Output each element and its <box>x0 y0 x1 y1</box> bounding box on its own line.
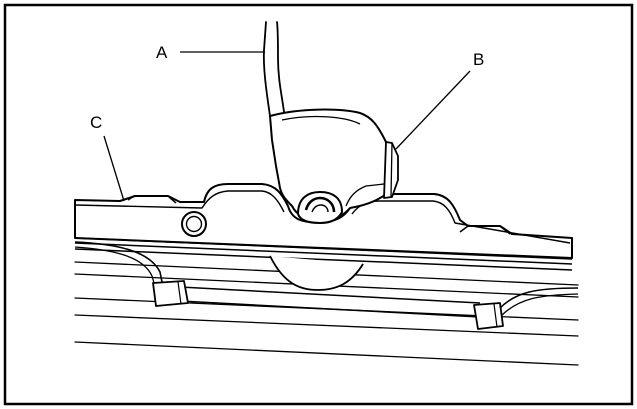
actuator-shaft <box>296 190 344 225</box>
leader-lines <box>103 51 471 202</box>
right-rod <box>499 287 579 309</box>
callout-label-a: A <box>156 43 168 62</box>
housing-hole <box>181 211 207 237</box>
rail-tube <box>179 286 481 318</box>
wheel-disc <box>269 255 364 291</box>
callout-label-c: C <box>90 113 102 132</box>
actuator-body <box>269 108 389 221</box>
left-rod-inner <box>74 246 155 284</box>
housing-tabs <box>127 195 511 235</box>
left-rod <box>74 241 163 283</box>
connector-b <box>383 141 399 199</box>
actuator-inner-contour <box>281 115 385 207</box>
right-rod-inner <box>501 293 579 316</box>
housing-strip-lines <box>74 237 573 271</box>
leader-line-c <box>103 135 125 202</box>
callout-label-b: B <box>473 50 484 69</box>
arm-a <box>262 21 285 117</box>
figure-frame <box>3 3 634 406</box>
left-clip <box>152 280 189 307</box>
leader-line-b <box>395 70 471 150</box>
right-clip <box>473 302 504 330</box>
